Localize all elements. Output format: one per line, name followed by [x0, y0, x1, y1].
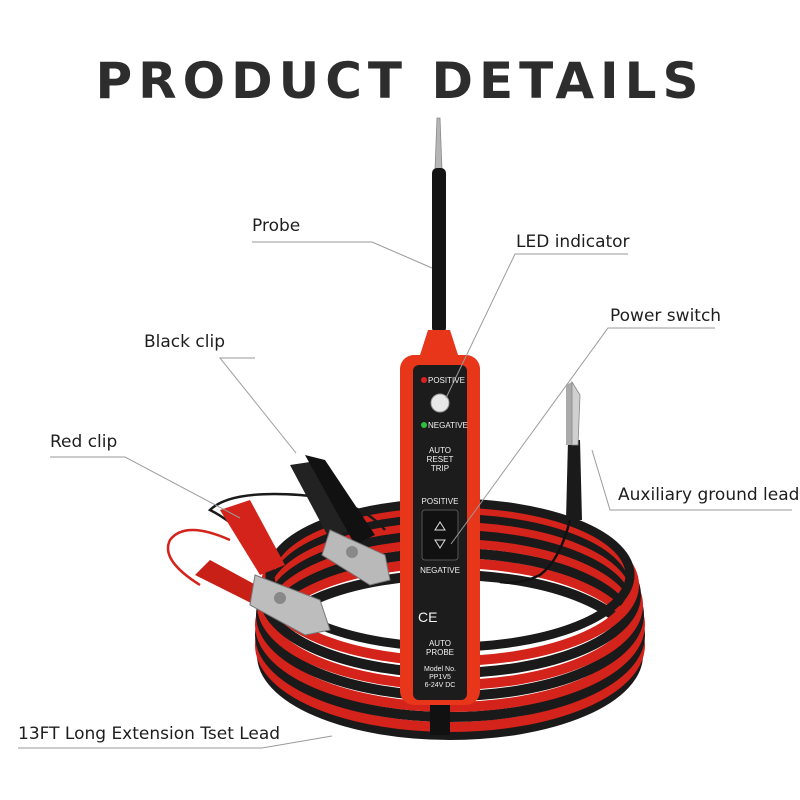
led-negative-dot — [421, 422, 427, 428]
auto-reset-trip-line3: TRIP — [430, 464, 450, 473]
model-line1: Model No. — [424, 666, 456, 673]
page-title: PRODUCT DETAILS — [95, 52, 705, 110]
model-line3: 6-24V DC — [424, 682, 456, 689]
device-positive-label: POSITIVE — [428, 376, 465, 385]
probe — [420, 117, 458, 355]
auto-probe-line2: PROBE — [425, 648, 454, 657]
auto-probe-line1: AUTO — [428, 639, 452, 648]
device-body — [400, 355, 480, 735]
auxiliary-ground-lead — [499, 380, 582, 584]
switch-negative-label: NEGATIVE — [420, 566, 460, 575]
power-switch — [421, 509, 459, 561]
callout-aux-ground-lead: Auxiliary ground lead — [618, 485, 800, 505]
led-positive-dot — [421, 377, 427, 383]
model-line2: PP1V5 — [429, 674, 451, 681]
black-clip — [290, 455, 391, 586]
callout-power-switch: Power switch — [610, 306, 722, 326]
callout-black-clip: Black clip — [144, 332, 225, 352]
led-indicator-icon — [430, 393, 450, 413]
callout-led-indicator: LED indicator — [516, 232, 630, 252]
ce-mark: CE — [418, 609, 438, 625]
red-clip — [195, 500, 331, 636]
auto-reset-trip-line1: AUTO — [428, 446, 452, 455]
callout-red-clip: Red clip — [50, 432, 118, 452]
device-negative-label: NEGATIVE — [428, 421, 468, 430]
callout-probe: Probe — [252, 216, 301, 236]
auto-reset-trip-line2: RESET — [426, 455, 454, 464]
switch-positive-label: POSITIVE — [421, 497, 459, 506]
callout-extension-lead: 13FT Long Extension Tset Lead — [18, 724, 281, 744]
